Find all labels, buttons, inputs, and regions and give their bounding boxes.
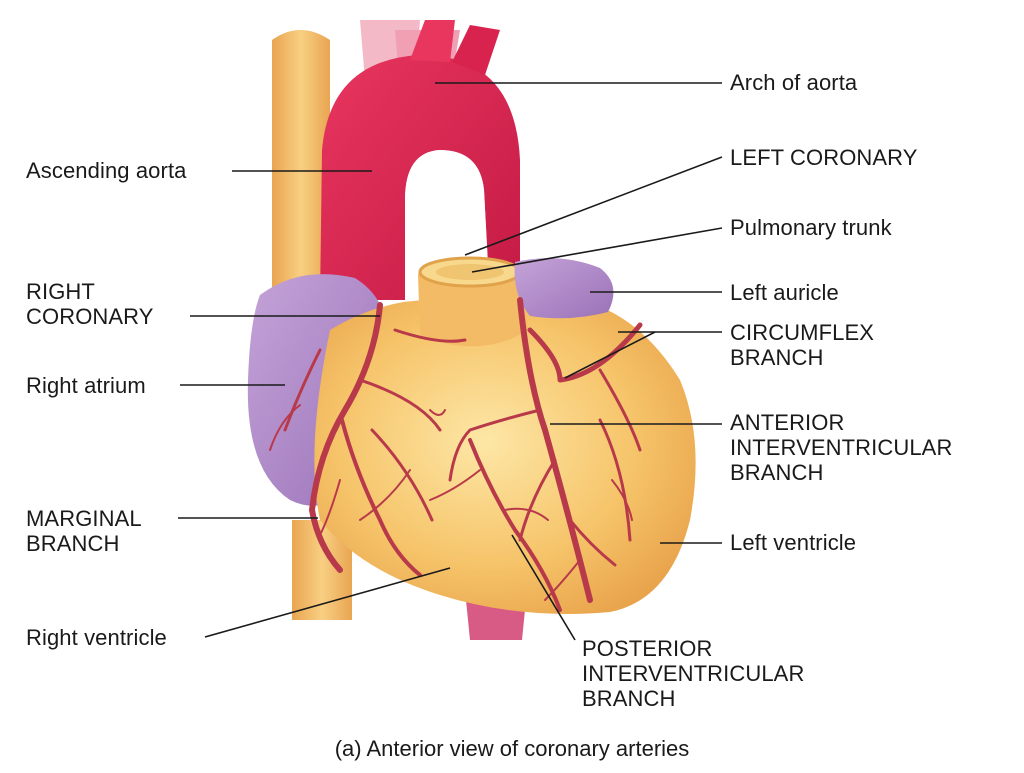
leader-lines	[178, 82, 723, 641]
coronary-arteries	[269, 297, 643, 612]
leader-pulmonary-trunk	[471, 227, 723, 273]
leader-circumflex-b	[564, 331, 656, 379]
label-circumflex-branch: CIRCUMFLEX BRANCH	[730, 320, 875, 370]
label-anterior-interventricular-branch: ANTERIOR INTERVENTRICULAR BRANCH	[730, 410, 953, 485]
label-left-coronary: LEFT CORONARY	[730, 145, 918, 170]
label-arch-of-aorta: Arch of aorta	[730, 70, 858, 95]
label-ascending-aorta: Ascending aorta	[26, 158, 187, 183]
aorta	[320, 20, 520, 300]
label-marginal-branch: MARGINAL BRANCH	[26, 506, 142, 556]
label-pulmonary-trunk: Pulmonary trunk	[730, 215, 892, 240]
leader-posterior-interventricular	[511, 534, 576, 641]
label-right-atrium: Right atrium	[26, 373, 146, 398]
label-left-auricle: Left auricle	[730, 280, 839, 305]
leader-left-coronary	[464, 156, 723, 256]
label-posterior-interventricular-branch: POSTERIOR INTERVENTRICULAR BRANCH	[582, 636, 805, 711]
figure-caption: (a) Anterior view of coronary arteries	[334, 736, 690, 761]
label-right-coronary: RIGHT CORONARY	[26, 279, 154, 329]
leader-right-ventricle	[204, 567, 451, 638]
left-auricle	[514, 258, 614, 319]
ventricles	[314, 300, 696, 614]
label-right-ventricle: Right ventricle	[26, 625, 167, 650]
label-left-ventricle: Left ventricle	[730, 530, 857, 555]
